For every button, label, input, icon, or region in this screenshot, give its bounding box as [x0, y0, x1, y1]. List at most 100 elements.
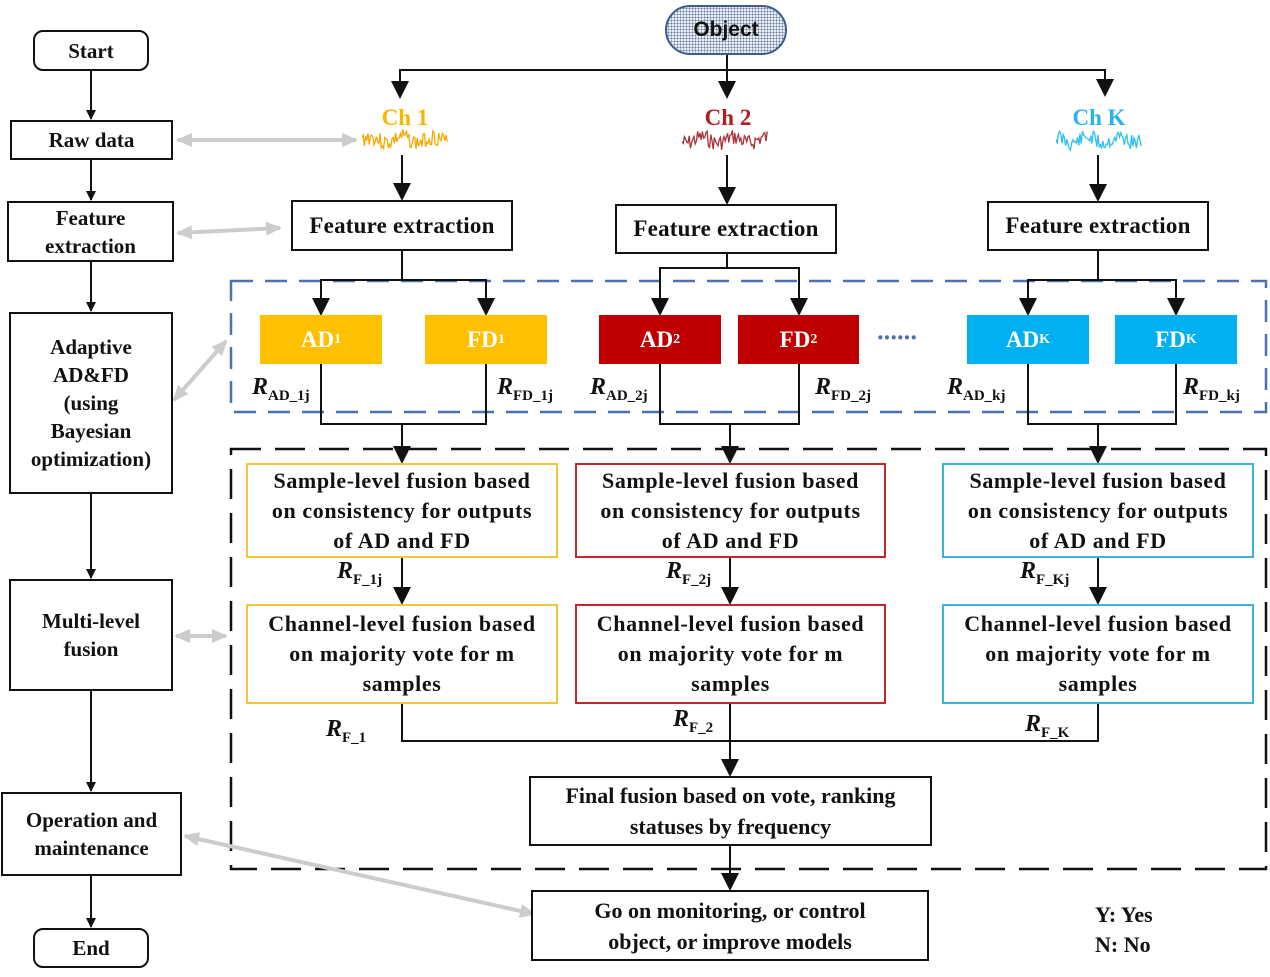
r-symbol: R: [1025, 711, 1042, 737]
end-terminal: End: [33, 928, 149, 968]
detector-subscript: 1: [334, 331, 342, 347]
end-label: End: [72, 936, 110, 960]
detector-label: FD: [1155, 326, 1186, 352]
r-symbol: R: [326, 716, 343, 742]
start-label: Start: [68, 38, 114, 63]
channel-1-label: Ch 1: [381, 105, 429, 130]
fusion-label-line: on majority vote for m: [289, 641, 515, 666]
operation-label-line: maintenance: [34, 836, 149, 860]
process-link-arrows: [172, 133, 536, 918]
r-f-kj-label: RF_Kj: [1020, 558, 1069, 589]
object-node: Object: [665, 5, 787, 55]
detector-label: AD: [639, 326, 674, 352]
operation-label-line: Operation and: [25, 808, 158, 832]
fusion-region: [229, 447, 1268, 871]
channel-k-sample-level-fusion: Sample-level fusion based on consistency…: [942, 463, 1254, 558]
fusion-label-line: on majority vote for m: [617, 641, 844, 666]
channel-to-final-fusion-connectors: [401, 704, 1099, 891]
r-subscript: AD_kj: [963, 388, 1006, 404]
action-label-line: object, or improve models: [608, 928, 852, 954]
r-symbol: R: [947, 374, 964, 400]
r-subscript: F_2j: [682, 572, 712, 588]
action-label-line: Go on monitoring, or control: [594, 897, 866, 923]
fusion-label-line: Channel-level fusion based: [596, 611, 865, 636]
r-symbol: R: [666, 558, 683, 584]
r-symbol: R: [252, 374, 269, 400]
more-channels-ellipsis: ······: [876, 323, 918, 352]
fusion-label-line: samples: [362, 671, 442, 696]
channel-k-label: Ch K: [1072, 105, 1126, 130]
channel-2-sample-level-fusion: Sample-level fusion based on consistency…: [575, 463, 886, 558]
channel-k-feature-extraction: Feature extraction: [987, 201, 1209, 251]
adaptive-label-line: Adaptive: [50, 335, 132, 359]
r-subscript: AD_1j: [268, 388, 310, 404]
r-symbol: R: [673, 706, 690, 732]
adaptive-label-line: AD&FD: [53, 363, 129, 387]
adaptive-label-line: optimization): [30, 447, 152, 471]
fusion-label-line: on consistency for outputs: [271, 497, 533, 523]
detector-label: AD: [1005, 326, 1040, 352]
operation-maintenance-step: Operation and maintenance: [1, 792, 182, 876]
legend-item-yes: Y: Yes: [1095, 902, 1153, 927]
detector-subscript: K: [1185, 331, 1197, 347]
r-fd-2j-label: RFD_2j: [815, 374, 871, 405]
fusion-label-line: of AD and FD: [661, 527, 800, 553]
r-subscript: FD_2j: [831, 388, 872, 404]
r-f-2-label: RF_2: [673, 706, 713, 737]
r-subscript: F_2: [689, 720, 714, 736]
detector-subscript: 2: [810, 331, 818, 347]
detector-region: [229, 279, 1268, 414]
fusion-label-line: on consistency for outputs: [600, 497, 861, 523]
r-f-k-label: RF_K: [1025, 711, 1069, 742]
detector-subscript: 1: [497, 331, 505, 347]
fusion-label-line: Sample-level fusion based: [601, 467, 860, 493]
r-symbol: R: [590, 374, 607, 400]
action-step: Go on monitoring, or control object, or …: [531, 890, 929, 961]
r-ad-1j-label: RAD_1j: [252, 374, 310, 405]
detector-label: FD: [467, 326, 498, 352]
r-subscript: FD_1j: [513, 388, 554, 404]
r-symbol: R: [337, 558, 354, 584]
detector-subscript: K: [1039, 331, 1051, 347]
feature-extraction-label: Feature extraction: [309, 212, 495, 238]
channel-2-feature-extraction: Feature extraction: [615, 204, 837, 254]
object-label: Object: [693, 18, 759, 41]
channel-2-label: Ch 2: [704, 105, 752, 130]
r-subscript: FD_kj: [1199, 388, 1240, 404]
r-ad-2j-label: RAD_2j: [590, 374, 648, 405]
fusion-label-line: samples: [691, 671, 770, 696]
multi-level-label-line: fusion: [63, 637, 119, 661]
adaptive-ad-fd-step: Adaptive AD&FD (using Bayesian optimizat…: [9, 312, 173, 494]
detector-label: AD: [300, 326, 335, 352]
r-f-1j-label: RF_1j: [337, 558, 382, 589]
r-subscript: F_K: [1041, 725, 1070, 741]
r-f-2j-label: RF_2j: [666, 558, 711, 589]
detector-to-sample-fusion-connectors: [320, 364, 1177, 464]
r-subscript: F_1: [342, 730, 367, 746]
channel-2-signal-icon: [682, 129, 768, 150]
adaptive-label-line: Bayesian: [50, 419, 132, 443]
final-fusion-label-line: statuses by frequency: [629, 814, 832, 839]
fusion-label-line: Channel-level fusion based: [964, 611, 1232, 636]
fusion-label-line: samples: [1058, 671, 1138, 696]
r-subscript: AD_2j: [606, 388, 648, 404]
channel-1-signal-icon: [362, 129, 448, 151]
fusion-label-line: of AD and FD: [1029, 527, 1167, 553]
fusion-label-line: of AD and FD: [333, 527, 471, 553]
legend: Y: Yes N: No: [1095, 900, 1153, 960]
sample-to-channel-fusion-connectors: [393, 557, 1107, 605]
r-fd-kj-label: RFD_kj: [1183, 374, 1240, 405]
feature-extraction-label: Feature extraction: [1005, 213, 1191, 238]
legend-item-no: N: No: [1095, 932, 1151, 957]
channel-2-channel-level-fusion: Channel-level fusion based on majority v…: [575, 604, 886, 704]
channel-1-sample-level-fusion: Sample-level fusion based on consistency…: [246, 463, 558, 558]
start-terminal: Start: [33, 30, 149, 71]
r-symbol: R: [497, 374, 514, 400]
fusion-label-line: Channel-level fusion based: [268, 611, 536, 636]
raw-data-label: Raw data: [48, 128, 135, 152]
final-fusion-label-line: Final fusion based on vote, ranking: [565, 783, 896, 808]
object-branch-connectors: [391, 55, 1114, 99]
